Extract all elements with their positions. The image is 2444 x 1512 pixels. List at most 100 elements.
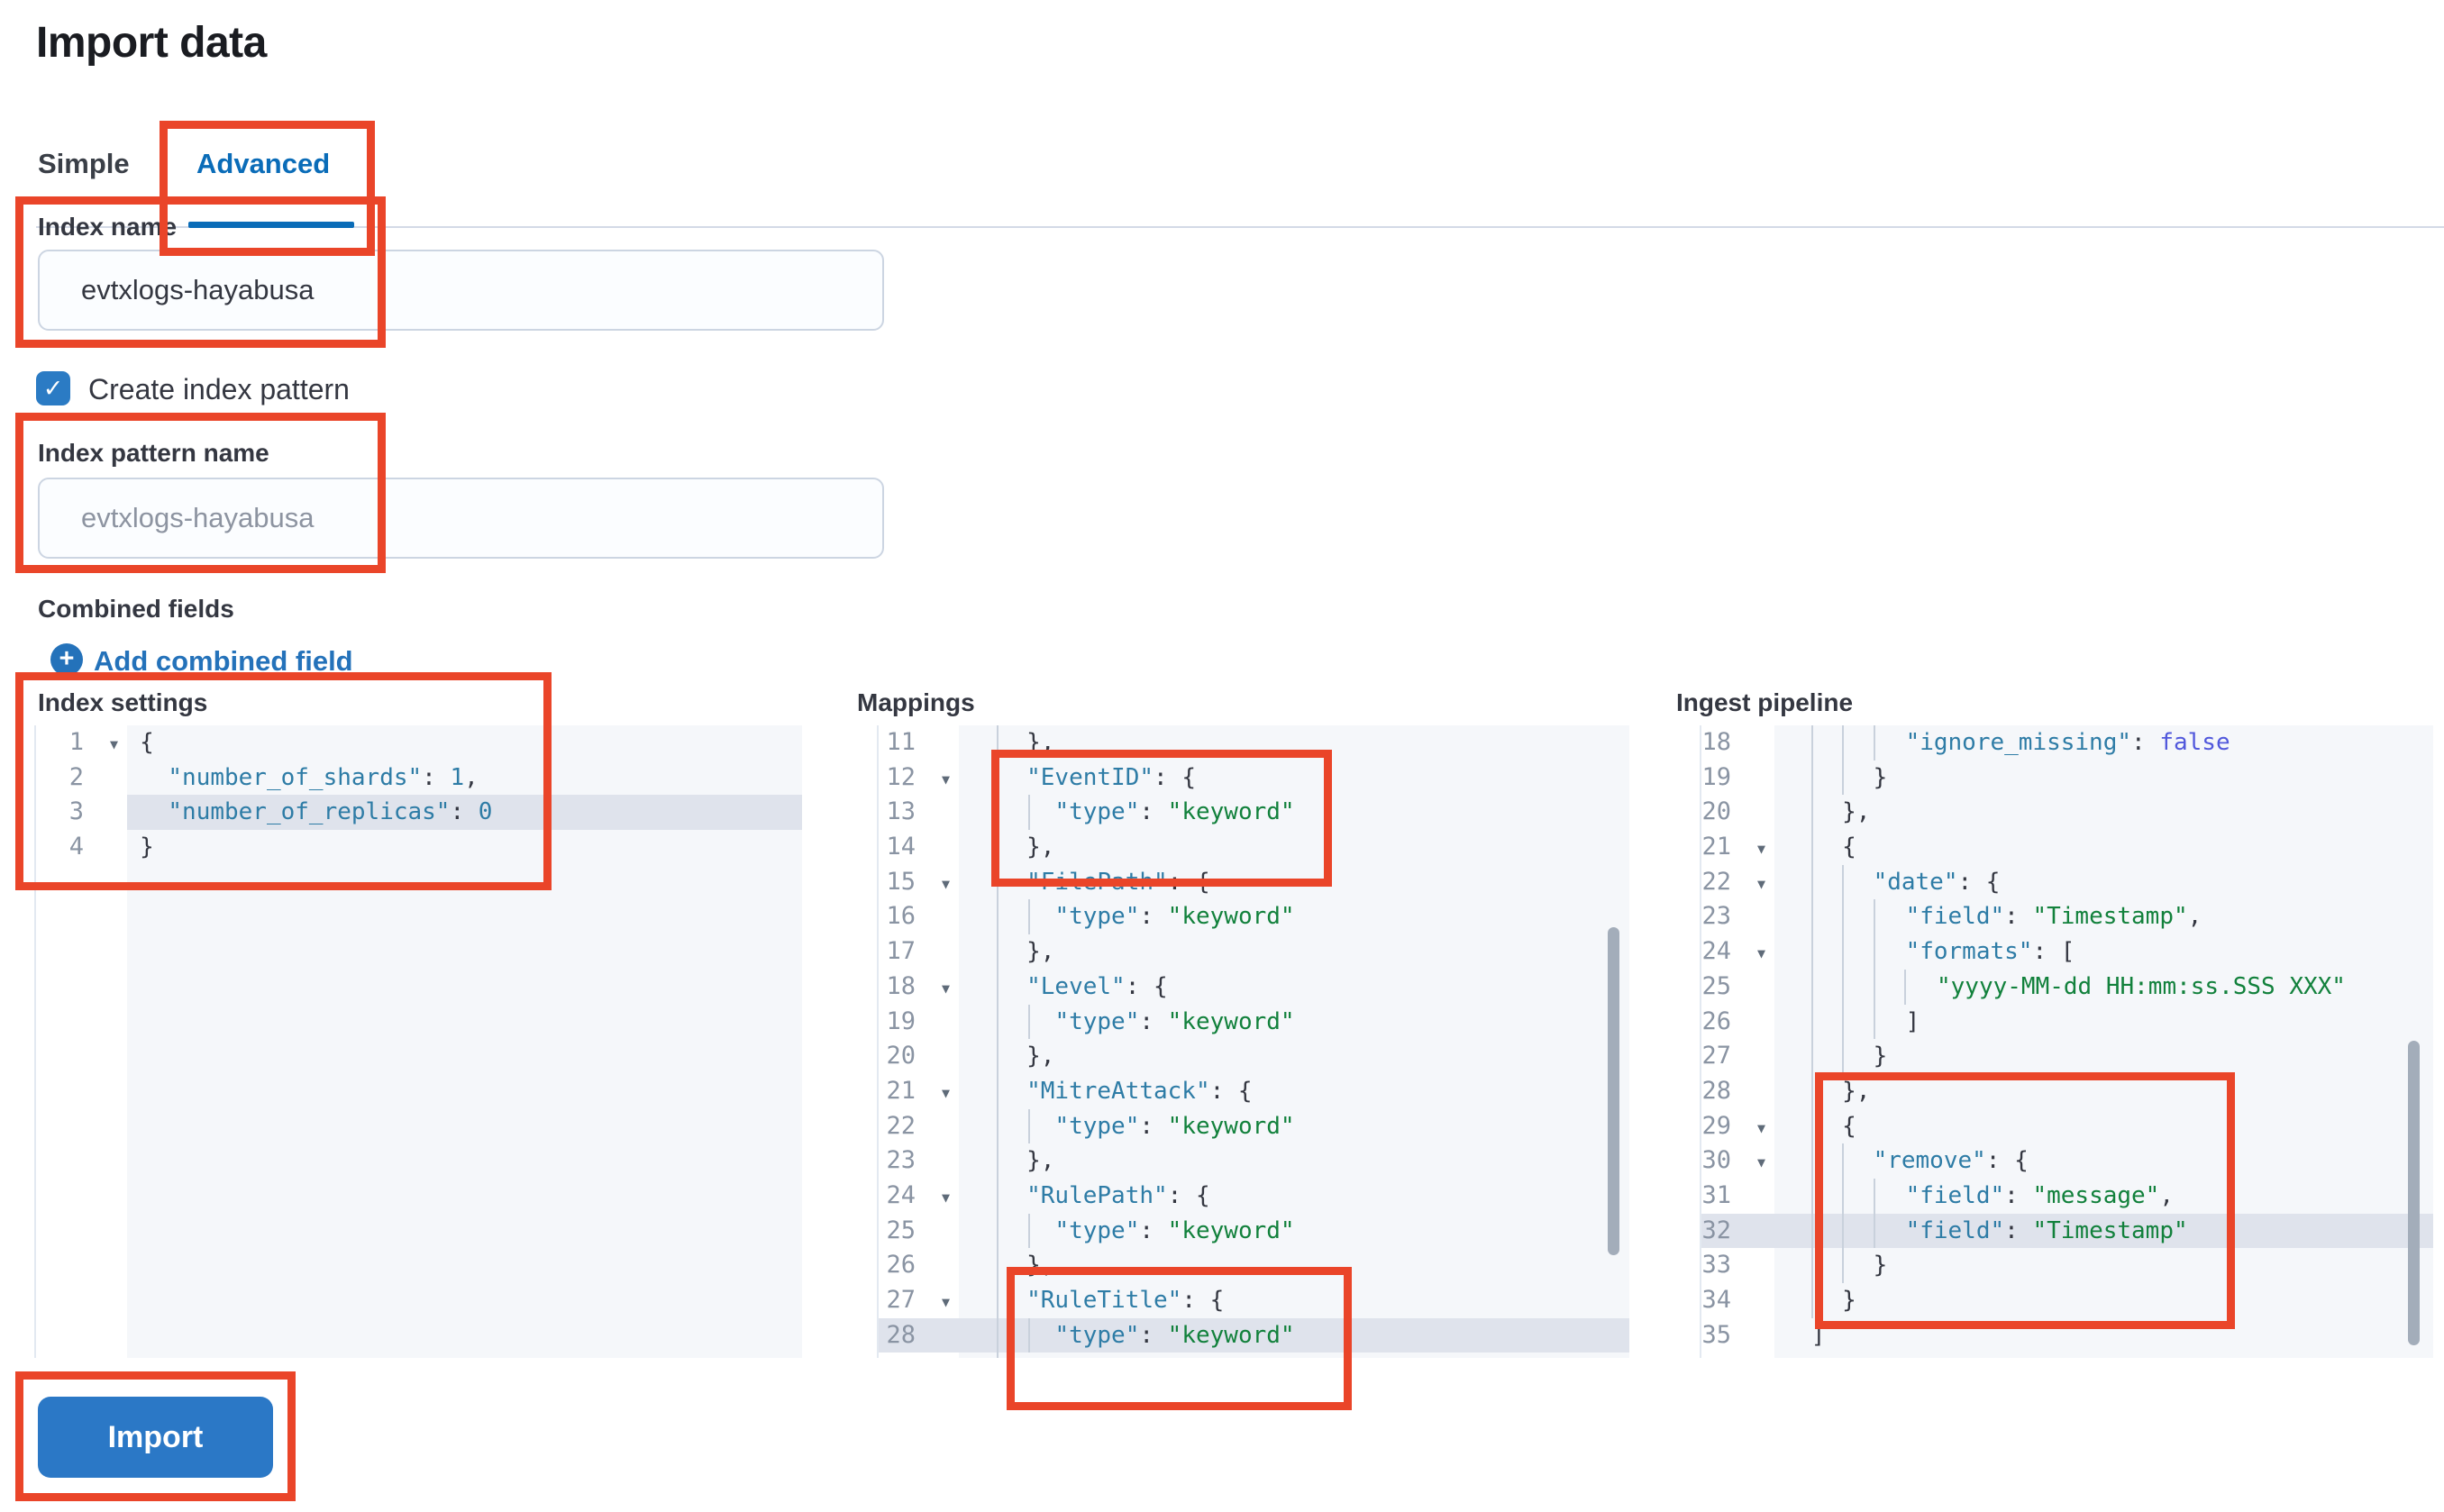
line-number: 30▼ — [1701, 1143, 1774, 1179]
indent-guide — [1810, 1143, 1813, 1179]
mappings-editor[interactable]: 11},12▼"EventID": {13"type": "keyword"14… — [877, 725, 1629, 1358]
code-line: 23}, — [879, 1143, 1629, 1179]
fold-arrow-icon[interactable]: ▼ — [941, 1294, 950, 1310]
tab-advanced[interactable]: Advanced — [196, 148, 331, 179]
code-line: 26] — [1701, 1004, 2433, 1040]
indent-guide — [1842, 1248, 1845, 1283]
fold-arrow-icon[interactable]: ▼ — [109, 736, 118, 752]
fold-arrow-icon[interactable]: ▼ — [941, 979, 950, 997]
fold-arrow-icon[interactable]: ▼ — [1756, 1119, 1765, 1136]
mappings-scrollbar[interactable] — [1608, 927, 1619, 1255]
line-number: 23 — [886, 1146, 916, 1175]
code-line: 31"field": "message", — [1701, 1178, 2433, 1214]
fold-arrow-icon[interactable]: ▼ — [1756, 875, 1765, 892]
active-tab-underline — [188, 222, 354, 228]
indent-guide — [1873, 899, 1875, 935]
code-line: 19"type": "keyword" — [879, 1004, 1629, 1040]
plus-icon[interactable]: + — [50, 643, 83, 676]
ingest-pipeline-label: Ingest pipeline — [1676, 688, 1854, 716]
code-line: 17}, — [879, 934, 1629, 970]
fold-arrow-icon[interactable]: ▼ — [1756, 1154, 1765, 1171]
indent-guide — [1873, 934, 1875, 970]
line-number: 12▼ — [879, 761, 959, 796]
code-line: 23"field": "Timestamp", — [1701, 899, 2433, 935]
indent-guide — [1842, 969, 1845, 1005]
code-line: 18▼"Level": { — [879, 969, 1629, 1005]
index-settings-editor[interactable]: 1▼{2"number_of_shards": 1,3"number_of_re… — [34, 725, 802, 1358]
line-number: 36 — [1701, 1353, 1774, 1358]
fold-arrow-icon[interactable]: ▼ — [1756, 945, 1765, 962]
indent-guide — [1810, 795, 1813, 831]
code-line: 21▼{ — [1701, 830, 2433, 865]
fold-arrow-icon[interactable]: ▼ — [941, 1084, 950, 1101]
index-name-input[interactable] — [38, 250, 884, 331]
indent-guide — [1810, 1178, 1813, 1214]
indent-guide — [1873, 1178, 1875, 1214]
line-number: 15▼ — [879, 865, 959, 900]
indent-guide — [1842, 1213, 1845, 1249]
indent-guide — [997, 969, 999, 1005]
code-line: 2"number_of_shards": 1, — [36, 761, 802, 796]
import-button[interactable]: Import — [38, 1397, 273, 1478]
code-line: 21▼"MitreAttack": { — [879, 1073, 1629, 1109]
indent-guide — [1842, 725, 1845, 761]
code-line: 20}, — [879, 1039, 1629, 1074]
line-number: 32 — [1701, 1216, 1731, 1244]
indent-guide — [1842, 1143, 1845, 1179]
index-name-label: Index name — [38, 213, 178, 241]
code-line: 3"number_of_replicas": 0 — [36, 795, 802, 831]
indent-guide — [1027, 1213, 1030, 1249]
page-title: Import data — [36, 19, 267, 67]
indent-guide — [1027, 899, 1030, 935]
code-line: 24▼"RulePath": { — [879, 1178, 1629, 1214]
tab-simple[interactable]: Simple — [38, 148, 130, 179]
line-number: 28 — [1701, 1076, 1731, 1105]
code-line: 33} — [1701, 1248, 2433, 1283]
add-combined-field-link[interactable]: Add combined field — [94, 645, 353, 677]
code-line: 11}, — [879, 725, 1629, 761]
code-line: 32"field": "Timestamp" — [1701, 1213, 2433, 1249]
tabs-divider — [36, 226, 2444, 228]
code-line: 13"type": "keyword" — [879, 795, 1629, 831]
fold-arrow-icon[interactable]: ▼ — [941, 770, 950, 788]
code-line: 30▼"remove": { — [1701, 1143, 2433, 1179]
code-line: 22"type": "keyword" — [879, 1108, 1629, 1144]
ingest-pipeline-scrollbar[interactable] — [2408, 1041, 2420, 1345]
indent-guide — [997, 1108, 999, 1144]
indent-guide — [1842, 1004, 1845, 1040]
indent-guide — [1810, 830, 1813, 865]
code-line: 27▼"RuleTitle": { — [879, 1283, 1629, 1318]
index-pattern-name-input[interactable] — [38, 478, 884, 559]
line-number: 19 — [1701, 762, 1731, 791]
indent-guide — [1810, 760, 1813, 796]
fold-arrow-icon[interactable]: ▼ — [1756, 841, 1765, 858]
indent-guide — [1810, 1004, 1813, 1040]
indent-guide — [997, 1143, 999, 1179]
line-number: 21▼ — [1701, 830, 1774, 865]
indent-guide — [1842, 934, 1845, 970]
line-number: 34 — [1701, 1286, 1731, 1314]
indent-guide — [997, 1004, 999, 1040]
indent-guide — [1904, 969, 1906, 1005]
code-line: 12▼"EventID": { — [879, 760, 1629, 796]
indent-guide — [1842, 864, 1845, 900]
fold-arrow-icon[interactable]: ▼ — [941, 1189, 950, 1206]
annotation-box-advanced-tab — [160, 121, 375, 256]
indent-guide — [997, 1317, 999, 1353]
indent-guide — [1027, 1108, 1030, 1144]
indent-guide — [997, 725, 999, 761]
line-number: 22 — [886, 1111, 916, 1140]
indent-guide — [1810, 725, 1813, 761]
line-number: 20 — [1701, 797, 1731, 826]
line-number: 18▼ — [879, 970, 959, 1005]
line-number: 27 — [1701, 1042, 1731, 1070]
code-line: 20}, — [1701, 795, 2433, 831]
indent-guide — [997, 795, 999, 831]
code-line: 14}, — [879, 830, 1629, 865]
create-index-pattern-checkbox[interactable]: ✓ — [36, 371, 70, 405]
indent-guide — [1873, 725, 1875, 761]
fold-arrow-icon[interactable]: ▼ — [941, 875, 950, 892]
line-number: 29 — [879, 1353, 959, 1358]
indent-guide — [1810, 1073, 1813, 1109]
